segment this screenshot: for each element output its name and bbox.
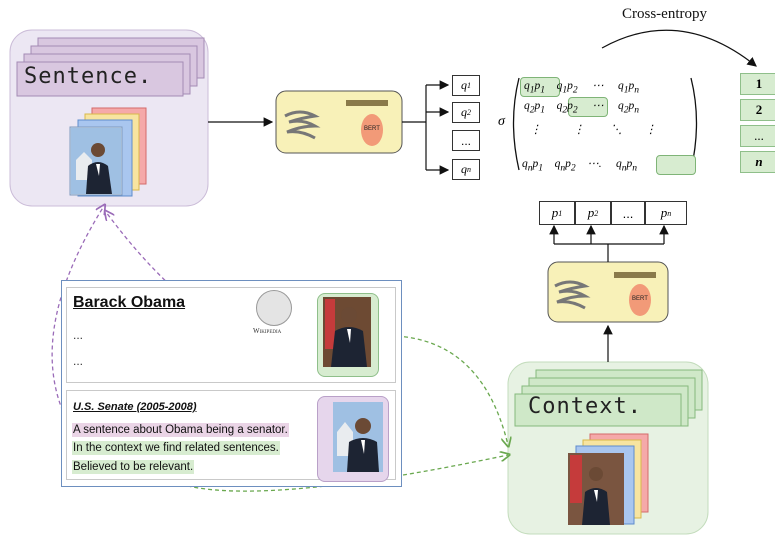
context-label: Context. (528, 394, 642, 419)
sentence-label: Sentence. (24, 64, 153, 89)
obama-capitol-portrait (333, 402, 383, 472)
bert-label-top: BERT (364, 126, 380, 132)
sentence-line-2: In the context we find related sentences… (72, 441, 280, 455)
q-cell-ellipsis: ... (452, 130, 480, 151)
matrix-row-1: q1p1 q1p2 ⋯ q1pn (524, 80, 640, 96)
article-ellipsis-1: ... (73, 328, 84, 342)
matrix-row-2: q2p1 q2p2 ⋯ q2pn (524, 100, 640, 116)
target-cell-2: 2 (740, 99, 775, 121)
sigma-symbol: σ (498, 114, 505, 129)
sentence-line-3: Believed to be relevant. (72, 460, 195, 474)
cross-entropy-label: Cross-entropy (622, 6, 707, 22)
wikipedia-wordmark: Wikipedia (253, 327, 282, 335)
wikipedia-globe-icon (256, 290, 292, 326)
p-cell-ellipsis: ... (611, 201, 645, 225)
target-cell-1: 1 (740, 73, 775, 95)
matrix-row-n: qnp1 qnp2 ⋯. qnpn (522, 158, 638, 174)
diag-highlight-2 (568, 97, 608, 117)
diag-highlight-1 (520, 77, 560, 97)
article-ellipsis-2: ... (73, 354, 84, 368)
matrix-row-dots: ⋮ ⋮ ⋱ ⋮ (530, 124, 657, 136)
bert-label-bottom: BERT (632, 296, 648, 302)
target-cell-ellipsis: ... (740, 125, 775, 147)
target-cell-n: n (740, 151, 775, 173)
diag-highlight-n (656, 155, 696, 175)
section-title: U.S. Senate (2005-2008) (73, 401, 197, 413)
article-title: Barack Obama (73, 294, 186, 311)
obama-portrait (323, 297, 371, 367)
sentence-line-1: A sentence about Obama being a senator. (72, 423, 289, 437)
